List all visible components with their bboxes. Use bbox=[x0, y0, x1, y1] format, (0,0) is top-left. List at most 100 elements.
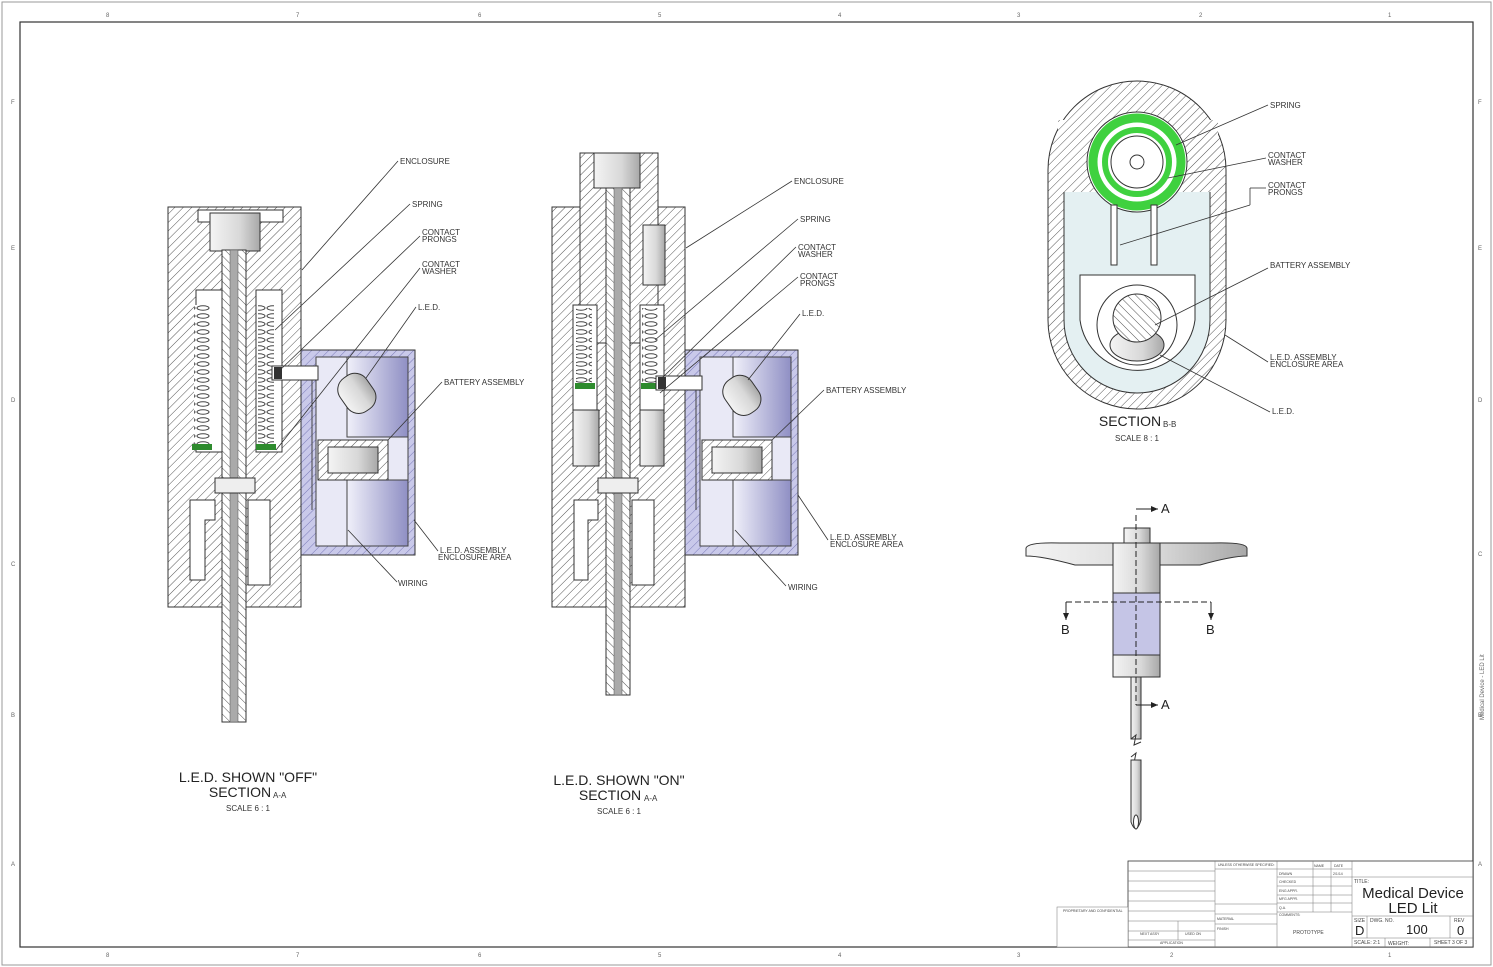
svg-text:6: 6 bbox=[478, 13, 482, 19]
view-off-section: SECTION bbox=[209, 784, 271, 800]
svg-text:8: 8 bbox=[106, 953, 110, 959]
tb-eng-appr: ENG APPR. bbox=[1279, 889, 1298, 893]
inner-border bbox=[19, 21, 1474, 948]
battery-section bbox=[1112, 293, 1162, 343]
svg-text:3: 3 bbox=[1017, 13, 1021, 19]
tb-size-label: SIZE bbox=[1354, 918, 1366, 924]
drawing-subtitle: LED Lit bbox=[1388, 900, 1438, 917]
zone-labels-left: F E D C B A bbox=[11, 100, 16, 868]
led-bulb bbox=[722, 374, 762, 416]
section-a-label-bottom: A bbox=[1161, 697, 1170, 712]
label-contact-washer: CONTACT bbox=[1268, 151, 1306, 160]
svg-text:5: 5 bbox=[658, 13, 662, 19]
label-contact-prongs: CONTACT bbox=[1268, 181, 1306, 190]
svg-text:2: 2 bbox=[1170, 953, 1174, 959]
spring-left bbox=[576, 308, 592, 384]
tb-name: NAME bbox=[1314, 864, 1325, 868]
svg-text:4: 4 bbox=[838, 953, 842, 959]
label-contact-washer-2: WASHER bbox=[798, 250, 833, 259]
label-contact-washer-2: WASHER bbox=[1268, 158, 1303, 167]
tb-proprietary: PROPRIETARY AND CONFIDENTIAL bbox=[1063, 909, 1123, 913]
label-enclosure: ENCLOSURE bbox=[400, 157, 450, 166]
tb-unless: UNLESS OTHERWISE SPECIFIED: bbox=[1218, 863, 1275, 867]
section-view-b-b: SPRING CONTACT WASHER CONTACT PRONGS BAT… bbox=[1047, 80, 1351, 443]
view-on-title: L.E.D. SHOWN "ON" bbox=[553, 772, 684, 788]
view-off-scale: SCALE 6 : 1 bbox=[226, 804, 271, 813]
svg-text:2: 2 bbox=[1199, 13, 1203, 19]
label-enclosure-area-2: ENCLOSURE AREA bbox=[438, 553, 512, 562]
label-spring: SPRING bbox=[412, 200, 443, 209]
spring-right bbox=[642, 308, 658, 384]
svg-text:D: D bbox=[11, 398, 16, 404]
right-margin-filename: Medical Device - LED Lit bbox=[1480, 654, 1486, 720]
led-bulb bbox=[337, 372, 377, 414]
tb-mfg-appr: MFG APPR. bbox=[1279, 897, 1298, 901]
svg-text:C: C bbox=[11, 562, 16, 568]
label-led: L.E.D. bbox=[802, 309, 824, 318]
svg-text:4: 4 bbox=[838, 13, 842, 19]
label-enclosure-area-2: ENCLOSURE AREA bbox=[1270, 360, 1344, 369]
spring-right bbox=[258, 305, 274, 445]
tb-qa: Q.A. bbox=[1279, 906, 1286, 910]
label-battery-assembly: BATTERY ASSEMBLY bbox=[826, 386, 907, 395]
svg-text:F: F bbox=[1478, 100, 1482, 106]
side-view: A A B B bbox=[1025, 501, 1248, 830]
drawing-title: Medical Device bbox=[1362, 885, 1464, 902]
svg-text:7: 7 bbox=[296, 953, 300, 959]
svg-text:B: B bbox=[11, 713, 15, 719]
view-bb-section: SECTION bbox=[1099, 413, 1161, 429]
tb-drawn-date: 2/1/14 bbox=[1333, 872, 1343, 876]
label-battery-assembly: BATTERY ASSEMBLY bbox=[444, 378, 525, 387]
section-a-label-top: A bbox=[1161, 501, 1170, 516]
tb-used-on: USED ON bbox=[1185, 932, 1201, 936]
svg-text:E: E bbox=[11, 246, 15, 252]
view-bb-scale: SCALE 8 : 1 bbox=[1115, 434, 1160, 443]
label-enclosure-area-2: ENCLOSURE AREA bbox=[830, 540, 904, 549]
tb-application: APPLICATION bbox=[1160, 941, 1183, 945]
label-contact-prongs-2: PRONGS bbox=[800, 279, 835, 288]
spring-left bbox=[194, 305, 210, 445]
leader-lines-on bbox=[654, 180, 829, 587]
tb-prototype: PROTOTYPE bbox=[1293, 930, 1324, 936]
tb-comments: COMMENTS: bbox=[1279, 913, 1300, 917]
tb-date: DATE bbox=[1334, 864, 1344, 868]
tb-dwg-no-label: DWG. NO. bbox=[1370, 918, 1394, 924]
svg-text:3: 3 bbox=[1017, 953, 1021, 959]
label-enclosure-area: L.E.D. ASSEMBLY bbox=[440, 546, 507, 555]
svg-text:8: 8 bbox=[106, 13, 110, 19]
label-led: L.E.D. bbox=[418, 303, 440, 312]
label-spring: SPRING bbox=[1270, 101, 1301, 110]
tb-rev: 0 bbox=[1457, 923, 1464, 938]
svg-text:A: A bbox=[1478, 862, 1482, 868]
tb-checked: CHECKED bbox=[1279, 880, 1297, 884]
section-view-led-on: ENCLOSURE SPRING CONTACT WASHER CONTACT … bbox=[551, 152, 907, 816]
tb-title-label: TITLE: bbox=[1354, 879, 1369, 885]
view-bb-section-sub: B-B bbox=[1163, 420, 1176, 429]
label-wiring: WIRING bbox=[398, 579, 428, 588]
svg-text:D: D bbox=[1478, 398, 1483, 404]
label-contact-washer: CONTACT bbox=[422, 260, 460, 269]
label-spring: SPRING bbox=[800, 215, 831, 224]
tb-weight: WEIGHT: bbox=[1388, 941, 1409, 947]
tb-scale: SCALE: 2:1 bbox=[1354, 940, 1380, 946]
view-off-section-sub: A-A bbox=[273, 791, 287, 800]
leader-lines-bb bbox=[1119, 104, 1271, 413]
label-wiring: WIRING bbox=[788, 583, 818, 592]
zone-labels-bottom: 8 7 6 5 4 3 2 1 bbox=[106, 953, 1392, 959]
svg-text:5: 5 bbox=[658, 953, 662, 959]
label-contact-prongs-2: PRONGS bbox=[1268, 188, 1303, 197]
tb-next-assy: NEXT ASSY bbox=[1140, 932, 1160, 936]
tb-size: D bbox=[1355, 923, 1364, 938]
label-battery-assembly: BATTERY ASSEMBLY bbox=[1270, 261, 1351, 270]
title-block: PROPRIETARY AND CONFIDENTIAL UNLESS OTHE… bbox=[1056, 860, 1474, 948]
label-enclosure-area: L.E.D. ASSEMBLY bbox=[830, 533, 897, 542]
view-on-section: SECTION bbox=[579, 787, 641, 803]
svg-text:1: 1 bbox=[1388, 953, 1392, 959]
section-view-led-off: ENCLOSURE SPRING CONTACT PRONGS CONTACT … bbox=[167, 157, 525, 813]
svg-text:F: F bbox=[11, 100, 15, 106]
section-line-b-b bbox=[1063, 601, 1214, 620]
zone-labels-top: 8 7 6 5 4 3 2 1 bbox=[106, 13, 1392, 19]
view-off-title: L.E.D. SHOWN "OFF" bbox=[179, 769, 317, 785]
